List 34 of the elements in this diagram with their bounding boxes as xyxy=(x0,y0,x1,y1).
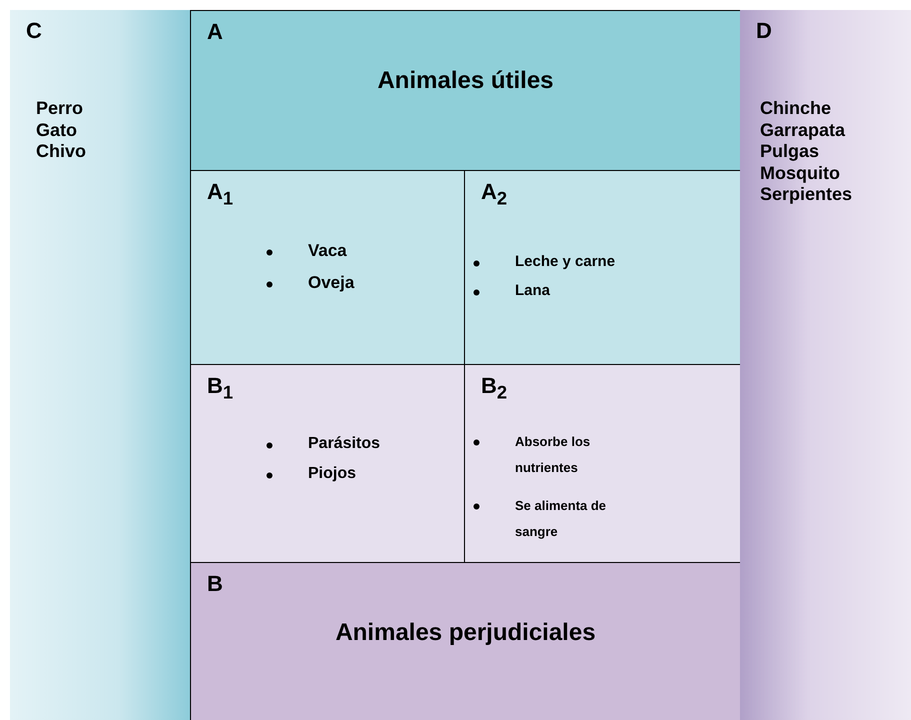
grid-cell xyxy=(464,170,741,366)
category-panel xyxy=(10,10,191,720)
list-item: Lana xyxy=(515,282,550,299)
category-panel xyxy=(740,10,911,720)
section-letter: A$_{1}$ xyxy=(207,179,234,210)
list-item: Piojos xyxy=(308,465,356,482)
grid-cell xyxy=(190,170,466,366)
grid-cell xyxy=(190,364,466,564)
list-item: Parásitos xyxy=(308,435,380,452)
footer-panel xyxy=(190,562,741,720)
list-item: Serpientes xyxy=(760,184,852,204)
section-letter: B$_{2}$ xyxy=(481,373,508,404)
list-item: Perro xyxy=(36,98,84,118)
list-item: Chivo xyxy=(36,141,86,162)
section-title: Animales útiles xyxy=(376,67,555,95)
list-item: Leche y carne xyxy=(515,253,616,270)
grid-cell xyxy=(464,364,741,564)
header-panel xyxy=(190,10,741,172)
list-item: Mosquito xyxy=(760,162,840,183)
section-title: Animales perjudiciales xyxy=(334,619,597,647)
list-item: Absorbe los nutrientes xyxy=(515,434,590,475)
list-item: Vaca xyxy=(308,241,347,260)
section-letter: C xyxy=(26,18,42,44)
list-item: Chinche xyxy=(760,98,832,118)
list-item: Garrapata xyxy=(760,120,846,140)
list-item: Pulgas xyxy=(760,141,820,162)
section-letter: A xyxy=(207,19,223,45)
section-letter: B$_{1}$ xyxy=(207,373,234,404)
section-letter: B xyxy=(207,571,223,597)
list-item: Gato xyxy=(36,120,78,140)
section-letter: D xyxy=(756,18,772,44)
section-letter: A$_{2}$ xyxy=(481,179,508,210)
list-item: Oveja xyxy=(308,273,354,292)
list-item: Se alimenta de sangre xyxy=(515,498,606,539)
